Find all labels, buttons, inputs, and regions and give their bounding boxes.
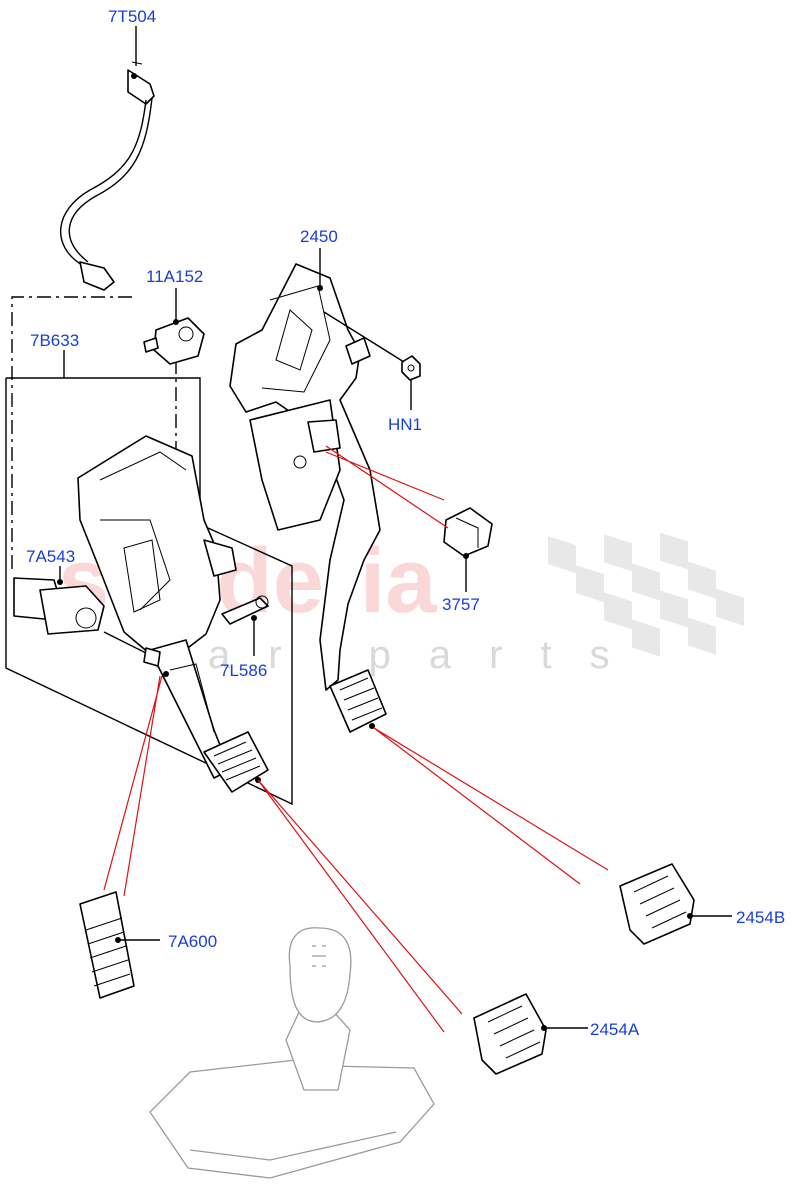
boot-7A600 bbox=[79, 891, 135, 999]
stop-lamp-switch-3757 bbox=[443, 507, 493, 559]
gear-knob-ghost bbox=[149, 927, 435, 1179]
label-7L586: 7L586 bbox=[220, 661, 267, 680]
leader-red-3757 bbox=[325, 445, 449, 529]
clutch-pedal-assembly bbox=[77, 435, 237, 779]
label-7T504: 7T504 bbox=[108, 7, 156, 26]
label-7A600: 7A600 bbox=[168, 932, 217, 951]
label-2454A: 2454A bbox=[590, 1020, 640, 1039]
clutch-hose-7T504 bbox=[59, 61, 155, 291]
leader-HN1-bolt bbox=[323, 311, 405, 363]
leader-red-2454A bbox=[257, 779, 463, 1033]
label-HN1: HN1 bbox=[388, 415, 422, 434]
pedal-pad-2454B bbox=[619, 863, 695, 945]
pedal-pad-2454A bbox=[473, 993, 547, 1075]
label-2454B: 2454B bbox=[736, 908, 785, 927]
leader-red-2454B bbox=[373, 727, 609, 885]
nut-HN1 bbox=[401, 355, 421, 410]
dashdot-hose-link bbox=[11, 296, 132, 570]
assembly-frame-7B633 bbox=[5, 350, 293, 806]
label-11A152: 11A152 bbox=[146, 267, 203, 286]
watermark-subtitle: car parts bbox=[150, 633, 648, 677]
label-7B633: 7B633 bbox=[30, 331, 79, 350]
leader-red-7A600 bbox=[103, 675, 163, 897]
master-cylinder-7A543 bbox=[13, 577, 161, 667]
brake-pedal-2450 bbox=[229, 263, 381, 691]
switch-11A152 bbox=[143, 317, 205, 365]
label-7A543: 7A543 bbox=[26, 547, 75, 566]
label-2450: 2450 bbox=[300, 227, 338, 246]
label-3757: 3757 bbox=[442, 595, 480, 614]
clutch-pedal-pad bbox=[203, 731, 269, 793]
brake-pedal-pad bbox=[329, 669, 387, 733]
watermark-checkerboard bbox=[548, 532, 744, 657]
